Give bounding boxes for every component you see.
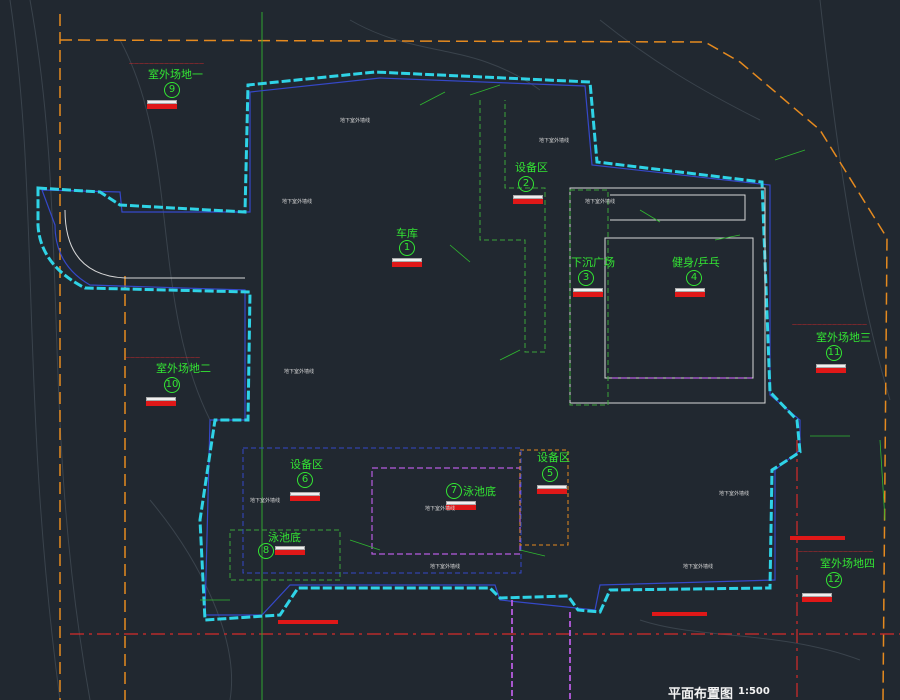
zone-8-label: 泳池底 <box>268 531 301 544</box>
zone-9-warning: ——————————————— <box>129 61 204 67</box>
wall-note: 地下室外墙线 <box>683 564 714 570</box>
zone-3-number: 3 <box>578 270 594 286</box>
wall-note: 地下室外墙线 <box>425 506 456 512</box>
zone-10-number: 10 <box>164 377 180 393</box>
slab-boundary-cyan <box>36 70 802 622</box>
zone-6-tag <box>290 492 320 501</box>
zone-10-warning: ——————————————— <box>125 355 200 361</box>
zone-11-tag <box>816 364 846 373</box>
ramp-curve <box>64 209 245 279</box>
zone-8-tag <box>275 546 305 555</box>
equipment-room-orange <box>519 449 569 546</box>
wall-note: 地下室外墙线 <box>430 564 461 570</box>
site-boundary-orange <box>59 14 888 700</box>
red-bars <box>278 536 845 624</box>
zone-11-warning: ——————————————— <box>792 322 867 328</box>
wall-note: 地下室外墙线 <box>284 369 315 375</box>
zone-11-number: 11 <box>826 345 842 361</box>
pool-outlines <box>371 377 752 700</box>
wall-note: 地下室外墙线 <box>282 199 313 205</box>
property-line-red <box>70 440 900 700</box>
zone-3-tag <box>573 288 603 297</box>
zone-12-label: 室外场地四 <box>820 557 875 570</box>
drawing-title: 平面布置图 <box>668 687 734 700</box>
wall-note: 地下室外墙线 <box>250 498 281 504</box>
zone-1-label: 车库 <box>396 227 418 240</box>
zone-1-number: 1 <box>399 240 415 256</box>
zone-7-label: 泳池底 <box>463 485 496 498</box>
zone-2-tag <box>513 195 543 204</box>
zone-4-number: 4 <box>686 270 702 286</box>
zone-7-number: 7 <box>446 483 462 499</box>
zone-11-label: 室外场地三 <box>816 331 871 344</box>
zone-3-label: 下沉广场 <box>571 256 615 269</box>
drawing-scale: 1:500 <box>738 686 770 697</box>
wall-note: 地下室外墙线 <box>585 199 616 205</box>
leader-lines <box>200 84 886 601</box>
equipment-outlines <box>229 100 609 581</box>
zone-4-tag <box>675 288 705 297</box>
zone-12-tag <box>802 593 832 602</box>
terrain-lines <box>9 0 891 700</box>
zone-1-tag <box>392 258 422 267</box>
wall-note: 地下室外墙线 <box>719 491 750 497</box>
wall-note: 地下室外墙线 <box>539 138 570 144</box>
zone-8-number: 8 <box>258 543 274 559</box>
equipment-zone-blue <box>242 447 522 574</box>
zone-10-label: 室外场地二 <box>156 362 211 375</box>
basement-outer-wall <box>41 77 801 616</box>
zone-9-number: 9 <box>164 82 180 98</box>
zone-9-tag <box>147 100 177 109</box>
zone-12-warning: ——————————————— <box>798 549 873 555</box>
zone-12-number: 12 <box>826 572 842 588</box>
zone-4-label: 健身/乒乓 <box>672 256 720 269</box>
zone-6-number: 6 <box>297 472 313 488</box>
zone-6-label: 设备区 <box>290 458 323 471</box>
zone-7-tag <box>446 501 476 510</box>
zone-9-label: 室外场地一 <box>148 68 203 81</box>
zone-2-number: 2 <box>518 176 534 192</box>
zone-5-label: 设备区 <box>537 451 570 464</box>
zone-2-label: 设备区 <box>515 161 548 174</box>
zone-5-number: 5 <box>542 466 558 482</box>
zone-5-tag <box>537 485 567 494</box>
wall-note: 地下室外墙线 <box>340 118 371 124</box>
zone-10-tag <box>146 397 176 406</box>
